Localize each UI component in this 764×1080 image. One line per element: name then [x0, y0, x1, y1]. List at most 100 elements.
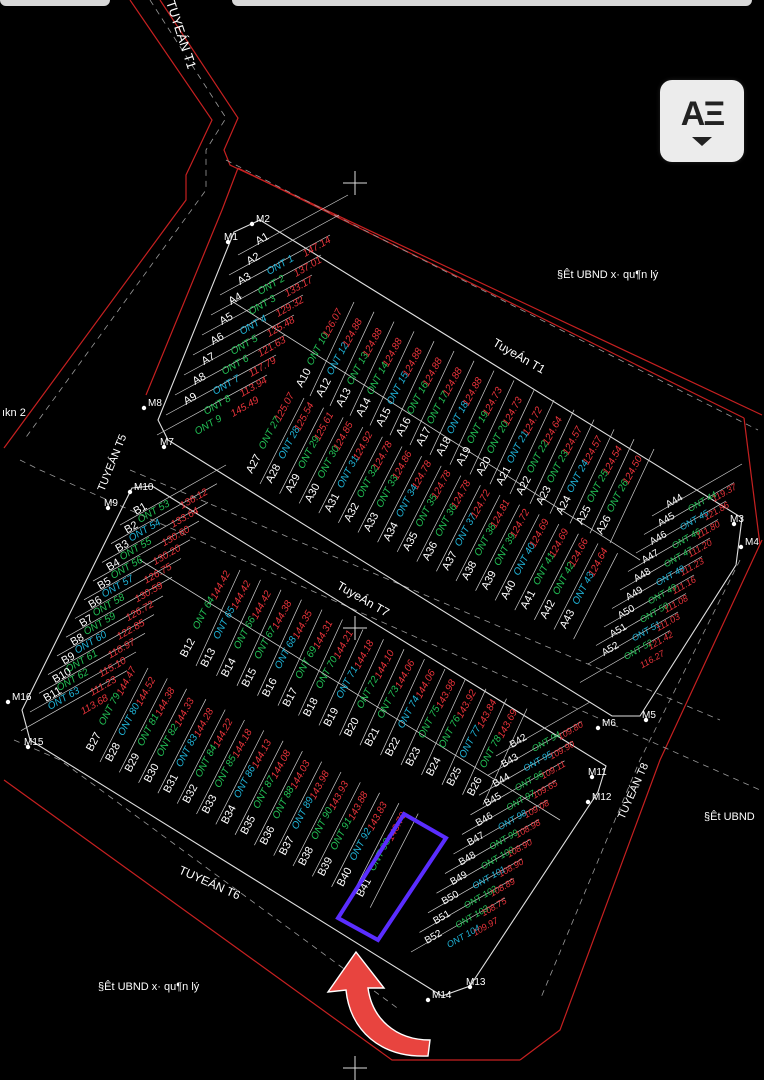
marker-label: M13	[466, 977, 486, 988]
marker-label: M8	[148, 398, 162, 409]
lot-divider	[487, 721, 582, 776]
lot-divider	[236, 589, 282, 686]
lot-divider	[444, 819, 540, 874]
lot-divider	[38, 632, 146, 694]
lot-id: A22	[514, 474, 534, 497]
lot-id: A28	[264, 462, 284, 485]
crosshair-icon	[343, 1056, 367, 1080]
lot-id: A31	[322, 491, 342, 514]
marker-label: M2	[256, 214, 270, 225]
marker-label: M11	[588, 767, 607, 778]
lot-a1[interactable]: A1	[254, 230, 272, 247]
lot-id: B25	[445, 765, 465, 788]
lot-divider	[455, 494, 501, 582]
marker-m11: M11	[588, 767, 607, 780]
lot-area: 143.84	[475, 698, 499, 731]
lot-id: A41	[518, 588, 538, 611]
lot-id: A14	[354, 396, 374, 419]
lot-id: B30	[142, 762, 162, 785]
lot-divider	[579, 630, 671, 683]
lot-divider	[369, 813, 419, 908]
lot-divider	[257, 599, 302, 696]
lot-id: B38	[296, 845, 316, 868]
lot-divider	[201, 274, 313, 336]
lot-divider	[380, 658, 425, 756]
lot-id: A50	[616, 603, 637, 622]
left-edge-label: ıkn 2	[2, 407, 26, 419]
lot-divider	[549, 419, 595, 514]
lot-id: B34	[219, 803, 239, 826]
lot-id: B1	[132, 500, 150, 517]
lot-id: A5	[218, 310, 236, 327]
road-label-t6: TUYEÁN T6	[177, 862, 244, 903]
lot-divider	[174, 334, 286, 396]
lot-divider	[228, 214, 340, 276]
lot-area: 144.06	[414, 668, 438, 701]
top-tab-left[interactable]	[0, 0, 110, 6]
marker-m14: M14	[425, 990, 452, 1003]
lot-id: A21	[494, 464, 514, 487]
lot-divider	[470, 760, 565, 816]
lot-divider	[514, 523, 560, 611]
lot-divider	[215, 730, 265, 825]
road-dashed-lines	[13, 0, 761, 1011]
lot-divider	[195, 569, 241, 667]
lot-id: A52	[600, 640, 621, 659]
land-use-code: ONT 91	[329, 816, 355, 852]
lot-divider	[495, 701, 591, 757]
lot-id: B27	[84, 730, 104, 753]
lot-divider	[461, 780, 557, 835]
lot-id: A4	[227, 290, 245, 307]
lot-divider	[318, 629, 364, 726]
lot-divider	[611, 556, 703, 609]
lot-divider	[83, 539, 191, 601]
lot-divider	[400, 668, 446, 766]
highlighted-lots-box[interactable]	[335, 811, 449, 943]
lot-id: A3	[236, 270, 254, 287]
lot-divider	[99, 667, 149, 763]
lot-id: B26	[465, 775, 485, 798]
lot-divider	[101, 502, 209, 563]
lot-divider	[157, 699, 207, 794]
lot-id: B20	[342, 716, 362, 739]
lot-divider	[331, 792, 380, 887]
lot-divider	[475, 504, 520, 591]
lot-divider	[165, 354, 277, 416]
lot-divider	[529, 409, 575, 504]
lot-id: B28	[103, 741, 123, 764]
lot-divider	[377, 456, 422, 543]
lot-divider	[534, 533, 579, 620]
top-tab-right[interactable]	[232, 0, 752, 6]
lot-id: B42	[508, 732, 529, 751]
text-style-button[interactable]: AΞ	[660, 80, 744, 162]
lot-id: A26	[594, 513, 614, 536]
lot-id: A48	[632, 566, 653, 585]
lot-id: B44	[491, 771, 512, 790]
marker-m9: M9	[104, 498, 118, 511]
land-use-code: ONT 82	[155, 722, 181, 758]
lot-id: A51	[608, 621, 629, 640]
lot-id: B8	[69, 631, 87, 648]
lot-divider	[74, 558, 182, 619]
lot-id: A32	[342, 501, 362, 524]
marker-dot-icon	[585, 799, 591, 805]
lot-divider	[421, 678, 466, 776]
marker-dot-icon	[105, 505, 111, 511]
lot-divider	[234, 740, 284, 835]
marker-dot-icon	[589, 774, 595, 780]
lot-divider	[569, 429, 615, 524]
lot-id: B16	[260, 676, 280, 699]
land-use-code: ONT 92	[348, 826, 374, 862]
lot-area: 144.42	[250, 589, 274, 622]
lot-divider	[357, 446, 403, 533]
land-use-code: ONT 88	[271, 785, 297, 821]
lot-id: A18	[434, 435, 454, 458]
lot-divider	[587, 611, 679, 665]
lot-id: A6	[209, 330, 227, 347]
marker-dot-icon	[225, 239, 231, 245]
lot-divider	[469, 380, 515, 475]
